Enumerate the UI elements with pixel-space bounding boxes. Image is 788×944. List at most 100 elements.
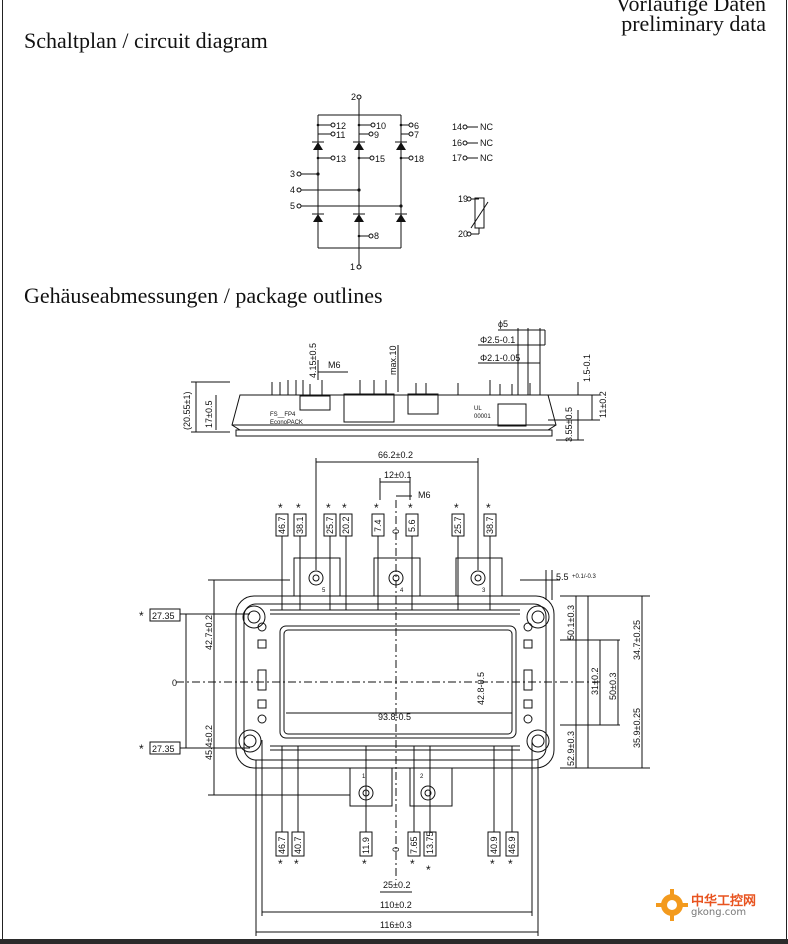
tag-top-5: 7.4: [373, 519, 383, 532]
tag-bot-1: 46.7: [277, 836, 287, 854]
pin-1-label: 1: [350, 262, 355, 272]
dim-93-8: 93.8-0.5: [378, 712, 411, 722]
header-line-1: Vorläufige Daten: [615, 0, 767, 16]
svg-text:*: *: [278, 501, 283, 515]
tag-top-1: 46.7: [277, 516, 287, 534]
svg-text:*: *: [410, 857, 415, 871]
pin-15-label: 15: [375, 154, 385, 164]
dim-5-5: 5.5: [556, 572, 569, 582]
svg-text:*: *: [426, 863, 431, 877]
dim-66-2: 66.2±0.2: [378, 450, 413, 460]
dim-42-8: 42.8-0.5: [476, 672, 486, 705]
pin-18-label: 18: [414, 154, 424, 164]
dim-phi-2-1: Φ2.1-0.05: [480, 353, 520, 363]
dim-50-1: 50.1±0.3: [566, 605, 576, 640]
pin-4-label: 4: [290, 185, 295, 195]
svg-text:*: *: [296, 501, 301, 515]
svg-text:*: *: [342, 501, 347, 515]
terminal-2-label: 2: [420, 774, 424, 780]
dim-35-9: 35.9±0.25: [632, 708, 642, 748]
dim-m6-top: M6: [418, 490, 431, 500]
tag-bot-2: 40.7: [293, 836, 303, 854]
svg-text:*: *: [490, 857, 495, 871]
terminal-1-label: 1: [362, 774, 366, 780]
svg-text:*: *: [374, 501, 379, 515]
terminal-5-label: 5: [322, 588, 326, 594]
dim-12: 12±0.1: [384, 470, 411, 480]
dim-110: 110±0.2: [380, 900, 412, 910]
tag-top-8: 25.7: [453, 516, 463, 534]
dim-27-35-bot: 27.35: [152, 744, 175, 754]
gear-icon: [656, 889, 688, 921]
gkong-watermark: 中华工控网 gkong.com: [655, 886, 780, 926]
dim-20-55: (20.55±1): [182, 392, 192, 430]
dim-phi-2-5: Φ2.5-0.1: [480, 335, 515, 345]
header-line-2: preliminary data: [621, 11, 766, 36]
svg-text:*: *: [408, 501, 413, 515]
package-outline-title: Gehäuseabmessungen / package outlines: [24, 283, 383, 308]
pin-2-label: 2: [351, 92, 356, 102]
pin-7-label: 7: [414, 130, 419, 140]
dim-1-5: 1.5-0.1: [582, 354, 592, 382]
watermark-url: gkong.com: [691, 907, 747, 918]
tag-top-9: 38.7: [485, 516, 495, 534]
dim-50: 50±0.3: [608, 673, 618, 700]
dim-25: 25±0.2: [383, 880, 410, 890]
nc-label-1: NC: [480, 122, 493, 132]
dim-phi-5: ϕ5: [498, 319, 508, 329]
tag-bot-6: 13.75: [425, 831, 435, 854]
dim-116: 116±0.3: [380, 920, 412, 930]
tag-bot-zero: 0: [391, 847, 401, 852]
dim-17: 17±0.5: [204, 401, 214, 428]
dim-11: 11±0.2: [598, 391, 608, 418]
circuit-diagram-title: Schaltplan / circuit diagram: [24, 28, 268, 53]
pin-6-label: 6: [414, 121, 419, 131]
ntc-19-label: 19: [458, 194, 468, 204]
dim-4-15: 4.15±0.5: [308, 343, 318, 378]
svg-text:*: *: [486, 501, 491, 515]
svg-text:*: *: [294, 857, 299, 871]
tag-bot-5: 7.65: [409, 836, 419, 854]
nc-17-label: 17: [452, 153, 462, 163]
tag-bot-3: 11.9: [361, 837, 371, 854]
dim-m6-side: M6: [328, 360, 341, 370]
nc-14-label: 14: [452, 122, 462, 132]
terminal-3-label: 3: [482, 588, 486, 594]
dim-34-7: 34.7±0.25: [632, 620, 642, 660]
pin-3-label: 3: [290, 169, 295, 179]
svg-text:*: *: [278, 857, 283, 871]
svg-text:*: *: [139, 609, 144, 623]
tag-top-zero: 0: [391, 529, 401, 534]
pin-10-label: 10: [376, 121, 386, 131]
dim-42-7: 42.7±0.2: [204, 615, 214, 650]
tag-bot-7: 40.9: [489, 836, 499, 854]
pin-11-label: 11: [336, 130, 345, 140]
svg-text:*: *: [362, 857, 367, 871]
pin-9-label: 9: [374, 130, 379, 140]
marking-econopack: EconoPACK: [270, 420, 303, 426]
nc-label-2: NC: [480, 138, 493, 148]
marking-serial: 00001: [474, 414, 491, 420]
nc-16-label: 16: [452, 138, 462, 148]
dim-31: 31±0.2: [590, 668, 600, 695]
pin-8-label: 8: [374, 231, 379, 241]
marking-ul: UL: [474, 406, 482, 412]
dim-52-9: 52.9±0.3: [566, 731, 576, 766]
svg-text:*: *: [326, 501, 331, 515]
svg-text:*: *: [454, 501, 459, 515]
tag-top-3: 25.7: [325, 516, 335, 534]
bottom-bar: [0, 939, 788, 944]
dim-zero-left: 0: [172, 678, 177, 688]
tag-top-7: 5.6: [407, 519, 417, 532]
ntc-20-label: 20: [458, 229, 468, 239]
pin-13-label: 13: [336, 154, 346, 164]
tag-bot-8: 46.9: [507, 836, 517, 854]
tag-top-4: 20.2: [341, 516, 351, 534]
dim-max-10: max.10: [388, 345, 398, 375]
dim-27-35-top: 27.35: [152, 611, 175, 621]
marking-fs: FS__FP4: [270, 412, 296, 418]
